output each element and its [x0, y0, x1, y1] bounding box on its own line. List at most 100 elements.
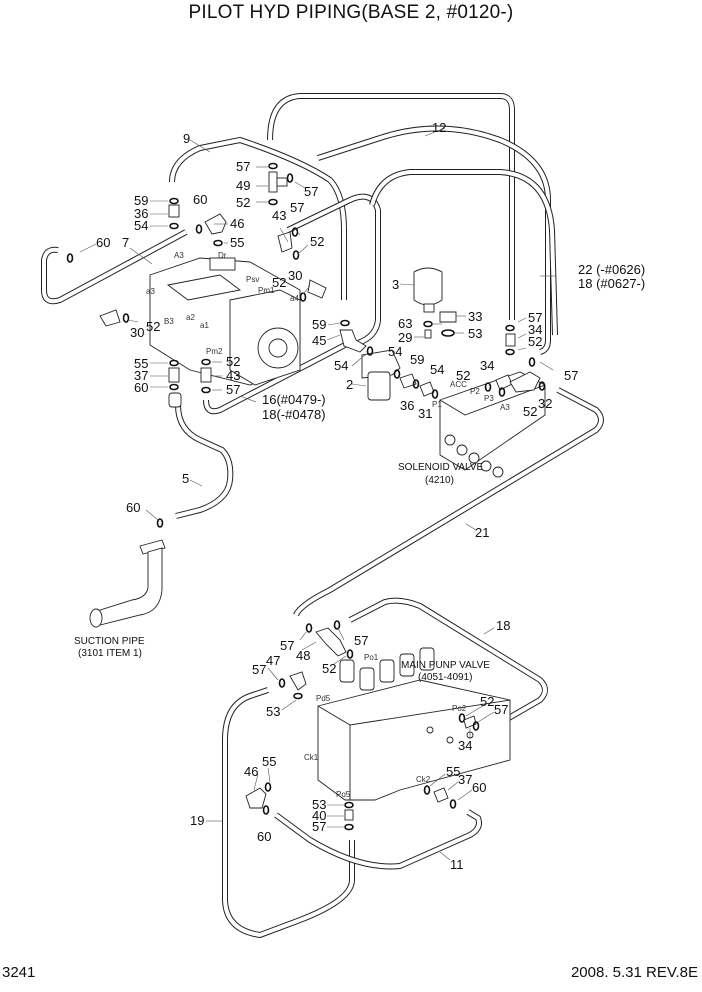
suction-pipe-part: [89, 539, 166, 628]
port-label: Pd5: [316, 694, 331, 703]
callout: 53: [266, 704, 280, 719]
line-filter: [361, 349, 401, 401]
port-label: a3: [146, 287, 155, 296]
callout: 34: [458, 738, 472, 753]
callout: 52: [310, 234, 324, 249]
callout: 7: [122, 235, 129, 250]
callout: 57: [354, 633, 368, 648]
callout: 60: [134, 380, 148, 395]
page-title: PILOT HYD PIPING(BASE 2, #0120-): [188, 2, 514, 23]
port-label: Pm2: [206, 347, 223, 356]
hose-7: [41, 229, 188, 305]
page-number: 3241: [2, 964, 36, 981]
callout: 57: [564, 368, 578, 383]
callout: 54: [134, 218, 148, 233]
port-label: Po5: [336, 790, 351, 799]
callout: 33: [468, 309, 482, 324]
callout: 59: [312, 317, 326, 332]
revision-date: 2008. 5.31 REV.8E: [570, 964, 698, 981]
callout: 46: [230, 216, 244, 231]
hose-loop-top: [369, 169, 558, 336]
solenoid-valve-label: SOLENOID VALVE: [398, 462, 484, 473]
hose-19: [222, 687, 355, 939]
callout: 49: [236, 178, 250, 193]
callout: 36: [400, 398, 414, 413]
hose-18-lower: [348, 597, 548, 733]
callout: 52: [236, 195, 250, 210]
callout: 22 (-#0626): [578, 262, 645, 277]
callout: 12: [432, 120, 446, 135]
callout: 59: [410, 352, 424, 367]
fittings: [66, 162, 546, 831]
hoses: [41, 93, 604, 939]
suction-pipe-ref: (3101 ITEM 1): [78, 648, 142, 659]
hose-to-45: [286, 193, 381, 348]
callout: 60: [96, 235, 110, 250]
callout: 52: [456, 368, 470, 383]
port-label: A3: [174, 251, 184, 260]
callout: 57: [494, 702, 508, 717]
hose-22: [317, 125, 551, 355]
callout: 34: [528, 322, 542, 337]
callout: 55: [134, 356, 148, 371]
port-label: Po1: [364, 653, 379, 662]
callout: 55: [262, 754, 276, 769]
callout: 57: [290, 200, 304, 215]
port-label: A3: [500, 403, 510, 412]
hose-12: [267, 93, 515, 320]
port-labels: A3 Dr Psv Pm1 a3 a4 a2 a1 B3 Pm2 ACC P1 …: [146, 251, 510, 799]
callout: 57: [304, 184, 318, 199]
callout: 63: [398, 316, 412, 331]
callout: 52: [146, 319, 160, 334]
callout: 40: [312, 808, 326, 823]
callout-labels: 9 12 57 49 57 52 59 36 54 60 46 55 43 57…: [96, 120, 645, 872]
callout: 34: [480, 358, 494, 373]
hose-16: [203, 342, 347, 415]
callout: 60: [193, 192, 207, 207]
callout: 21: [475, 525, 489, 540]
hose-5: [175, 404, 234, 519]
port-label: P1: [432, 400, 442, 409]
leader-lines: [79, 127, 556, 861]
callout: 19: [190, 813, 204, 828]
callout: 52: [523, 404, 537, 419]
callout: 55: [446, 764, 460, 779]
port-label: Psv: [246, 275, 259, 284]
callout: 32: [538, 396, 552, 411]
solenoid-valve-ref: (4210): [425, 475, 454, 486]
hose-11: [274, 809, 482, 870]
port-label: Po2: [452, 704, 467, 713]
callout: 43: [226, 368, 240, 383]
callout: 36: [134, 206, 148, 221]
callout: 3: [392, 277, 399, 292]
port-label: a4: [290, 294, 299, 303]
callout: 57: [236, 159, 250, 174]
callout: 54: [334, 358, 348, 373]
accumulator: [413, 267, 443, 313]
main-control-valve: [317, 647, 511, 801]
callout: 60: [126, 500, 140, 515]
main-pump: [149, 257, 301, 386]
callout: 52: [322, 661, 336, 676]
port-label: P3: [484, 394, 494, 403]
callout: 60: [472, 780, 486, 795]
port-label: ACC: [450, 380, 467, 389]
hose-21: [293, 387, 604, 617]
callout: 55: [230, 235, 244, 250]
callout: 9: [183, 131, 190, 146]
callout: 60: [257, 829, 271, 844]
callout: 18 (#0627-): [578, 276, 645, 291]
port-label: a2: [186, 313, 195, 322]
callout: 37: [458, 772, 472, 787]
callout: 57: [226, 382, 240, 397]
main-pump-valve-label: MAIN PUNP VALVE: [401, 660, 490, 671]
callout: 37: [134, 368, 148, 383]
callout: 52: [528, 334, 542, 349]
callout: 53: [468, 326, 482, 341]
main-pump-valve-ref: (4051-4091): [418, 672, 472, 683]
callout: 18: [496, 618, 510, 633]
port-label: a1: [200, 321, 209, 330]
callout: 45: [312, 333, 326, 348]
port-label: P2: [470, 387, 480, 396]
